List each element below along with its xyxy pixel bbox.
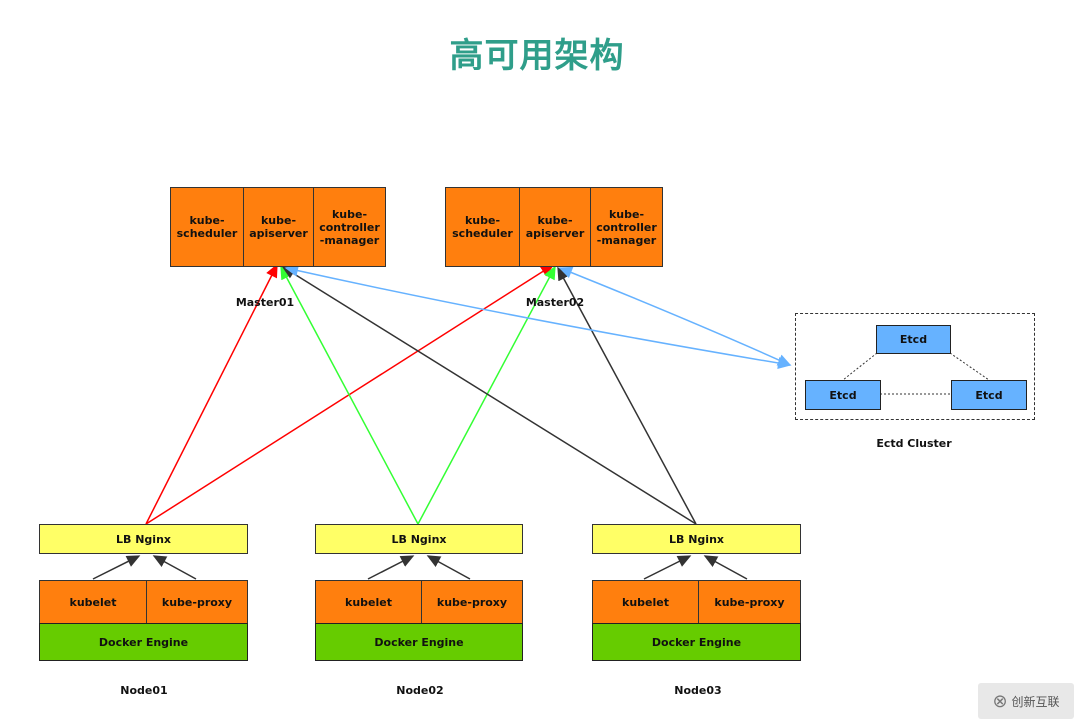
page-title: 高可用架构 [449,36,625,76]
node01-docker-engine: Docker Engine [39,623,248,661]
node01-lb-nginx: LB Nginx [39,524,248,554]
node01-to-master01-arrow [145,263,278,525]
node03-label: Node03 [674,684,722,697]
master02-label: Master02 [525,296,585,309]
node01-kube-proxy: kube-proxy [146,580,248,624]
logo-icon: ⊗ [992,690,1008,712]
node02-kube-proxy: kube-proxy [421,580,523,624]
master02-scheduler: kube- scheduler [445,187,520,267]
master02-apiserver: kube- apiserver [519,187,591,267]
node02-kubelet: kubelet [315,580,422,624]
etcd-node-top: Etcd [876,325,951,354]
etcd-cluster-label: Ectd Cluster [876,437,952,450]
node02-docker-engine: Docker Engine [315,623,523,661]
node02-label: Node02 [396,684,444,697]
watermark: ⊗ 创新互联 [978,683,1074,719]
watermark-text: 创新互联 [1011,694,1060,709]
etcd-cluster-boundary [795,313,1035,420]
master02-etcd-arrow [558,266,792,366]
node01-label: Node01 [120,684,168,697]
master01-scheduler: kube- scheduler [170,187,244,267]
node03-kube-proxy: kube-proxy [698,580,801,624]
node03-docker-engine: Docker Engine [592,623,801,661]
node01-kubelet: kubelet [39,580,147,624]
master01-apiserver: kube- apiserver [243,187,314,267]
node03-lb-nginx: LB Nginx [592,524,801,554]
node03-kubelet: kubelet [592,580,699,624]
etcd-node-right: Etcd [951,380,1027,410]
node02-lb-nginx: LB Nginx [315,524,523,554]
etcd-node-left: Etcd [805,380,881,410]
master01-controller-manager: kube- controller -manager [313,187,386,267]
master01-label: Master01 [235,296,295,309]
master02-controller-manager: kube- controller -manager [590,187,663,267]
